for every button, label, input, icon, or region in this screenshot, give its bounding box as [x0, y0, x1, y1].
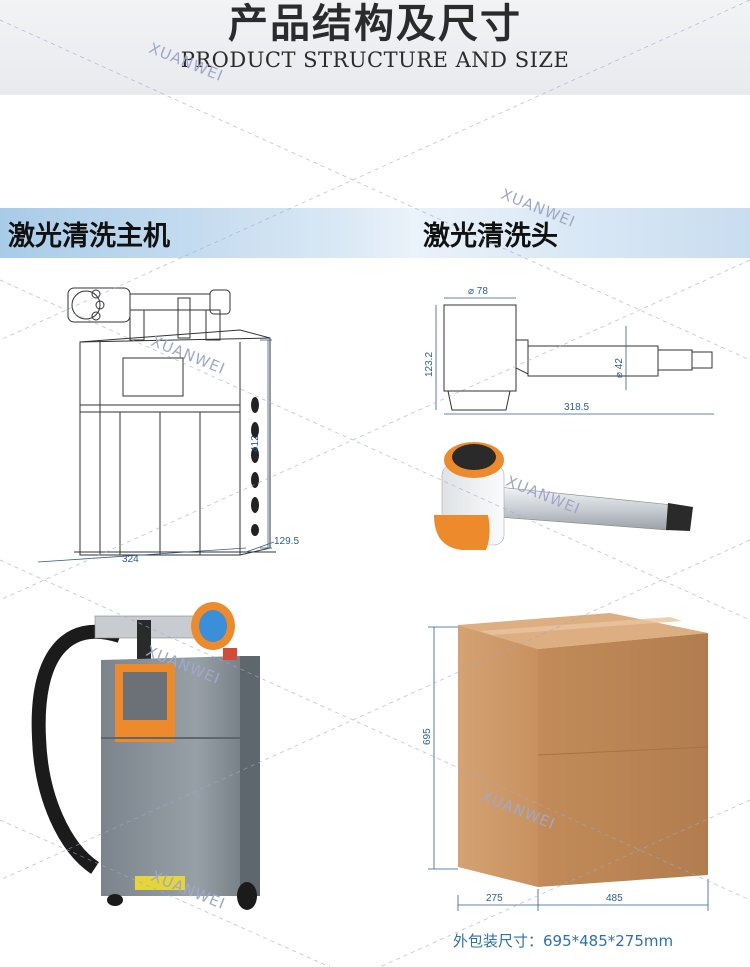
page-header: 产品结构及尺寸 PRODUCT STRUCTURE AND SIZE — [0, 0, 750, 95]
main-unit-height-label: 412 — [250, 435, 261, 452]
box-width-label: 485 — [606, 893, 623, 904]
head-top-diameter-label: ⌀ 78 — [468, 286, 488, 297]
head-drawing: ⌀ 78 123.2 ⌀ 42 318.5 — [424, 286, 714, 415]
head-photo — [434, 442, 693, 550]
page-subtitle: PRODUCT STRUCTURE AND SIZE — [180, 48, 570, 72]
head-height-label: 123.2 — [424, 352, 435, 377]
section-title-head: 激光清洗头 — [423, 221, 558, 252]
main-unit-width-label: 324 — [122, 554, 139, 565]
main-unit-photo — [31, 602, 260, 910]
head-length-label: 318.5 — [564, 402, 589, 413]
head-nozzle-diameter-label: ⌀ 42 — [614, 358, 625, 378]
package-size-caption: 外包装尺寸：695*485*275mm — [453, 932, 674, 950]
package-box-drawing: 695 275 485 — [422, 613, 709, 911]
box-depth-label: 275 — [486, 893, 503, 904]
main-unit-depth-label: 129.5 — [274, 536, 299, 547]
box-height-label: 695 — [422, 728, 433, 745]
main-unit-drawing: 412 324 129.5 — [37, 287, 299, 565]
page-title: 产品结构及尺寸 — [228, 1, 522, 47]
section-title-main-unit: 激光清洗主机 — [8, 221, 170, 252]
